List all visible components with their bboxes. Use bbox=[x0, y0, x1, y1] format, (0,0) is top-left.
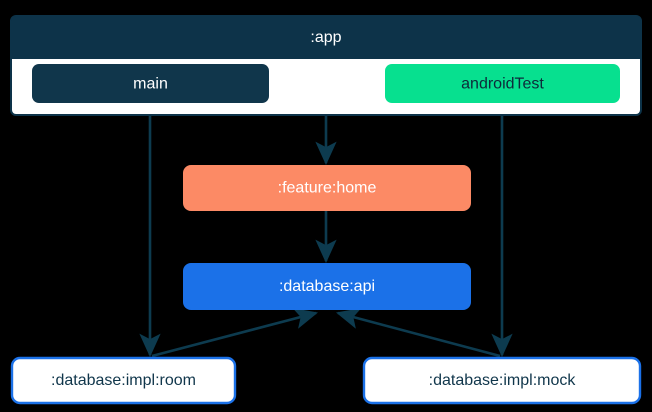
node-feature-home-label: :feature:home bbox=[278, 180, 377, 197]
node-database-impl-mock-label: :database:impl:mock bbox=[429, 372, 577, 389]
node-main[interactable]: main bbox=[32, 64, 269, 103]
node-androidtest-box[interactable] bbox=[385, 64, 620, 103]
node-database-impl-room-label: :database:impl:room bbox=[51, 372, 196, 389]
node-database-impl-mock[interactable]: :database:impl:mock bbox=[362, 356, 642, 405]
node-feature-home-box[interactable] bbox=[183, 165, 471, 211]
node-database-impl-room[interactable]: :database:impl:room bbox=[10, 356, 237, 405]
node-androidtest[interactable]: androidTest bbox=[385, 64, 620, 103]
edge-database-impl-mock-to-database-api bbox=[335, 308, 501, 358]
node-database-impl-room-box[interactable] bbox=[10, 356, 237, 405]
group-app-title: :app bbox=[310, 29, 341, 46]
node-androidtest-label: androidTest bbox=[461, 76, 544, 93]
node-main-label: main bbox=[133, 76, 168, 93]
node-database-impl-mock-box[interactable] bbox=[362, 356, 642, 405]
node-database-api-label: :database:api bbox=[279, 278, 375, 295]
node-feature-home[interactable]: :feature:home bbox=[183, 165, 471, 211]
edge-database-impl-room-to-database-api bbox=[151, 308, 319, 358]
edge-layer bbox=[139, 116, 513, 358]
group-app[interactable]: :app main androidTest bbox=[10, 15, 642, 116]
node-database-api-box[interactable] bbox=[183, 263, 471, 310]
group-app-header bbox=[11, 16, 641, 59]
node-main-box[interactable] bbox=[32, 64, 269, 103]
node-database-api[interactable]: :database:api bbox=[183, 263, 471, 310]
